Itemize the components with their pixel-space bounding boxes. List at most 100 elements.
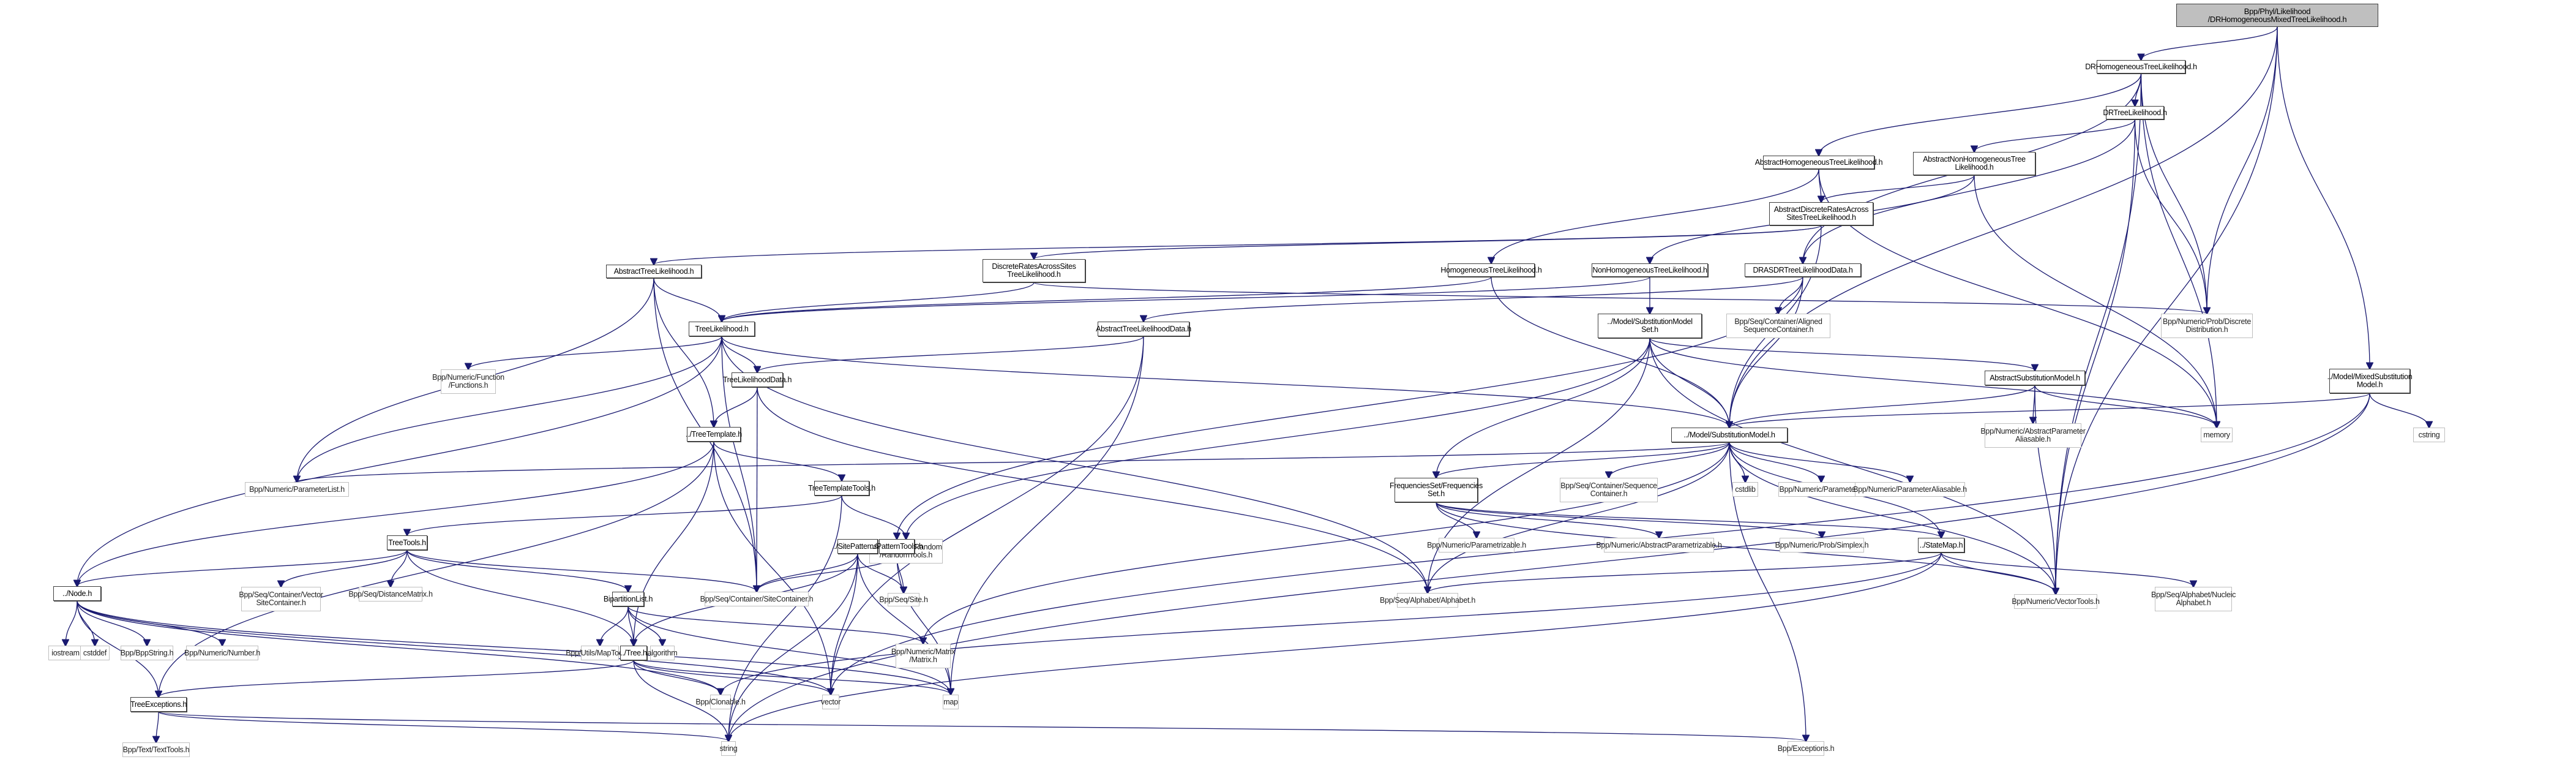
graph-node-tld[interactable]: TreeLikelihoodData.h <box>723 372 792 387</box>
edge-tree-to-clonable <box>633 660 721 695</box>
edge-drhom-to-vecTools <box>2056 73 2142 594</box>
edge-absNonHom-to-memory <box>1974 175 2217 428</box>
edge-treeExc-to-exceptions <box>158 711 1806 741</box>
graph-node-abs-parametrizable: Bpp/Numeric/AbstractParametrizable.h <box>1596 538 1722 553</box>
graph-node-aligned-s-c: Bpp/Seq/Container/Aligned SequenceContai… <box>1726 314 1830 338</box>
edge-root-to-drhom <box>2141 26 2278 60</box>
graph-node-drhom[interactable]: DRHomogeneousTreeLikelihood.h <box>2085 60 2197 74</box>
edge-ttTools-to-treeTools <box>407 495 842 535</box>
edge-homTL-to-treeLik <box>722 276 1492 322</box>
edge-absTLD-to-map <box>951 336 1144 695</box>
edge-ttTools-to-string <box>728 495 842 741</box>
graph-node-string: string <box>720 741 738 756</box>
graph-node-tree-tools[interactable]: TreeTools.h <box>387 535 427 550</box>
graph-node-freq-set[interactable]: FrequenciesSet/Frequencies Set.h <box>1390 478 1483 502</box>
edge-node-to-vector <box>77 600 831 695</box>
edge-dras-to-treeLik <box>722 282 1035 322</box>
edge-drasdr-to-alignedSC <box>1778 276 1803 314</box>
graph-node-sm[interactable]: ../Model/SubstitutionModel.h <box>1671 428 1788 442</box>
graph-node-hom-t-l[interactable]: HomogeneousTreeLikelihood.h <box>1440 263 1542 277</box>
graph-node-pat-tools[interactable]: ../PatternTools.h <box>871 539 923 554</box>
graph-node-non-hom-t-l[interactable]: NonHomogeneousTreeLikelihood.h <box>1592 263 1708 277</box>
edge-freqSet-to-absParametrizable <box>1436 502 1659 538</box>
edge-patTools-to-map <box>896 553 951 695</box>
graph-node-tree-exc[interactable]: TreeExceptions.h <box>130 697 187 712</box>
graph-node-mixed[interactable]: ../Model/MixedSubstitution Model.h <box>2327 369 2413 393</box>
graph-node-tree-lik[interactable]: TreeLikelihood.h <box>689 322 755 336</box>
graph-node-matrix: Bpp/Numeric/Matrix /Matrix.h <box>891 644 955 668</box>
edge-treeTpl-to-node <box>77 441 714 586</box>
graph-node-abs-d-r-a-s[interactable]: AbstractDiscreteRatesAcross SitesTreeLik… <box>1769 202 1873 225</box>
edge-drhom-to-memory <box>2140 73 2217 428</box>
edge-stateMap-to-nucAlpha <box>1941 552 2193 587</box>
edge-treeLik-to-siteCont <box>721 336 757 592</box>
graph-node-node[interactable]: ../Node.h <box>53 586 101 601</box>
edge-sm-to-matrix <box>923 442 1730 644</box>
edge-treeTools-to-node <box>77 549 408 586</box>
edge-absHom-to-homTL <box>1491 168 1819 263</box>
edge-treeTools-to-vecSC <box>281 549 408 587</box>
edge-freqSet-to-simplex <box>1436 502 1822 538</box>
edge-treeExc-to-string <box>158 711 728 741</box>
graph-node-tt-tools[interactable]: TreeTemplateTools.h <box>808 481 875 496</box>
edge-smset-to-memory <box>1649 338 2217 428</box>
graph-node-cstddef: cstddef <box>80 646 110 660</box>
edge-drasdr-to-absTLD <box>1144 276 1803 322</box>
graph-node-disc-dist: Bpp/Numeric/Prob/Discrete Distribution.h <box>2161 314 2253 338</box>
graph-node-state-map[interactable]: ../StateMap.h <box>1918 538 1964 553</box>
graph-node-root[interactable]: Bpp/Phyl/Likelihood /DRHomogeneousMixedT… <box>2176 4 2378 27</box>
graph-node-parametrizable: Bpp/Numeric/Parametrizable.h <box>1427 538 1526 553</box>
graph-node-nuc-alpha: Bpp/Seq/Alphabet/Nucleic Alphabet.h <box>2151 587 2236 611</box>
graph-node-abs-t-l-d[interactable]: AbstractTreeLikelihoodData.h <box>1096 322 1191 336</box>
edge-absNonHom-to-absDRAS <box>1821 175 1975 202</box>
graph-node-text-tools: Bpp/Text/TextTools.h <box>122 742 190 757</box>
graph-node-site-pat[interactable]: ../SitePatterns.h <box>832 539 883 554</box>
edge-treeTools-to-siteCont <box>406 549 757 592</box>
graph-node-param-list: Bpp/Numeric/ParameterList.h <box>245 482 349 497</box>
edge-node-to-clonable <box>77 600 721 695</box>
edge-tree-to-treeExc <box>159 660 634 697</box>
graph-node-tree[interactable]: ../Tree.h <box>620 646 647 660</box>
graph-node-bipart[interactable]: BipartitionList.h <box>604 592 653 606</box>
edge-absSM-to-vecTools <box>2034 385 2056 594</box>
edge-stateMap-to-string <box>728 552 1942 741</box>
graph-node-smset[interactable]: ../Model/SubstitutionModel Set.h <box>1598 314 1702 338</box>
graph-node-par-al: Bpp/Numeric/ParameterAliasable.h <box>1853 482 1967 497</box>
graph-node-dras[interactable]: DiscreteRatesAcrossSites TreeLikelihood.… <box>983 259 1085 282</box>
edge-drasdr-to-sm <box>1729 276 1803 428</box>
edge-treeLik-to-sm <box>721 336 1729 428</box>
graph-node-bpp-string: Bpp/BppString.h <box>121 646 174 660</box>
edge-sitePat-to-siteCont <box>757 553 858 592</box>
edge-absSM-to-memory <box>2034 385 2217 428</box>
graph-node-seq-cont: Bpp/Seq/Container/Sequence Container.h <box>1560 478 1658 502</box>
graph-node-abs-t-l[interactable]: AbstractTreeLikelihood.h <box>606 265 702 278</box>
graph-node-tree-tpl[interactable]: ../TreeTemplate.h <box>686 427 742 442</box>
edge-absTL-to-treeTpl <box>653 277 714 427</box>
graph-node-abs-s-m[interactable]: AbstractSubstitutionModel.h <box>1985 371 2085 385</box>
edge-tld-to-treeTpl <box>714 387 758 427</box>
edge-stateMap-to-alphabet <box>1428 552 1942 593</box>
edge-treeLik-to-paramList <box>297 336 722 482</box>
graph-node-vec-s-c: Bpp/Seq/Container/Vector SiteContainer.h <box>239 587 323 611</box>
edge-sm-to-seqCont <box>1609 442 1730 478</box>
edge-drtl-to-drasdr <box>1803 119 2136 263</box>
graph-node-map-tools: Bpp/Utils/MapTools.h <box>566 646 634 660</box>
edge-mixed-to-string <box>728 393 2370 741</box>
graph-node-drasdr[interactable]: DRASDRTreeLikelihoodData.h <box>1745 263 1861 277</box>
edge-ttTools-to-random <box>841 495 906 539</box>
graph-node-abs-non-hom[interactable]: AbstractNonHomogeneousTree Likelihood.h <box>1913 152 2035 175</box>
edge-node-to-bppString <box>77 600 147 646</box>
edge-stateMap-to-vecTools <box>1941 552 2056 594</box>
edge-smset-to-sm <box>1649 338 1729 428</box>
edge-smset-to-freqSet <box>1436 338 1650 478</box>
edge-treeTools-to-bipart <box>406 549 628 592</box>
graph-node-drtl[interactable]: DRTreeLikelihood.h <box>2103 106 2167 119</box>
edge-sm-to-parameter <box>1729 442 1821 482</box>
graph-node-memory: memory <box>2201 428 2233 442</box>
edge-root-to-discDist <box>2207 26 2278 314</box>
graph-node-abs-hom[interactable]: AbstractHomogeneousTreeLikelihood.h <box>1755 156 1883 169</box>
edge-absDRAS-to-absTL <box>654 225 1822 265</box>
graph-node-map: map <box>943 695 959 709</box>
edge-bipart-to-algorithm <box>627 606 662 646</box>
